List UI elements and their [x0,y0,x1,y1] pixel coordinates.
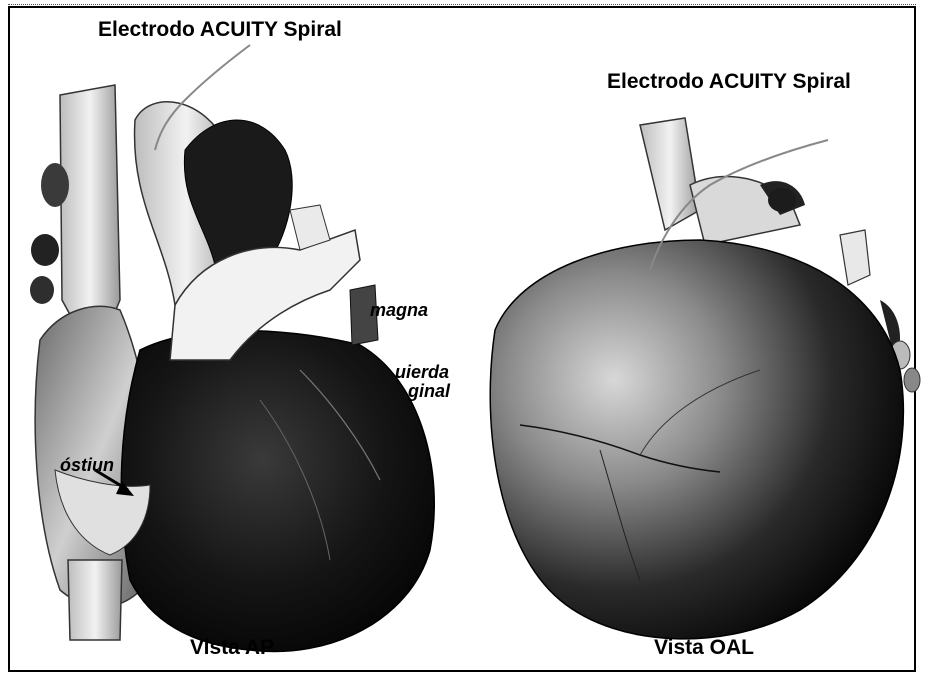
ventricle-globe [490,240,903,639]
electrode-label-left: Electrodo ACUITY Spiral [98,18,342,42]
svc-vessel-right [640,118,700,230]
left-ventricle-mass [121,331,434,652]
view-label-ap: Vista AP [190,636,274,660]
right-heart-oal-view [490,118,920,639]
partial-label-left-vein-line1: uierda [395,363,449,382]
partial-label-ostium: óstiun [60,455,114,476]
electrode-label-right: Electrodo ACUITY Spiral [607,70,851,94]
left-heart-ap-view [30,45,434,652]
partial-label-magna: magna [370,300,428,321]
partial-label-left-vein-line2: ginal [408,382,450,401]
view-label-oal: Vista OAL [654,636,754,660]
ivc-vessel [68,560,122,640]
